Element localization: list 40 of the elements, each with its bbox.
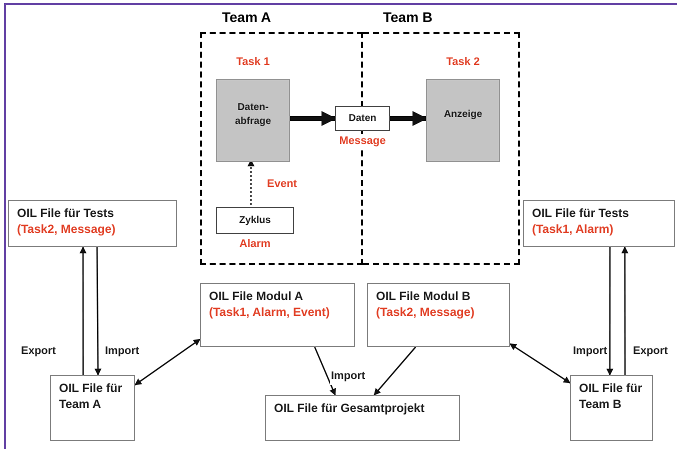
edge-label: Import: [572, 343, 608, 360]
box-title: OIL File Modul B: [376, 288, 470, 304]
edge-label: Import: [104, 343, 140, 360]
team-heading: Team A: [222, 8, 272, 27]
arrow: [134, 338, 201, 386]
box-detail: (Task1, Alarm, Event): [209, 304, 330, 320]
edge-label: Import: [330, 368, 366, 384]
task-label: Message: [338, 134, 387, 149]
file-box: [367, 283, 510, 347]
file-box: [570, 375, 653, 441]
arrow: [390, 111, 428, 126]
box-title: OIL File für Gesamtprojekt: [274, 400, 424, 416]
file-box: [265, 395, 460, 441]
box-title: Daten- abfrage: [234, 101, 272, 128]
box-title: Anzeige: [444, 108, 482, 122]
box-title: Daten: [348, 112, 376, 126]
box-title: Zyklus: [239, 214, 271, 228]
arrow: [94, 247, 102, 376]
arrow: [374, 346, 416, 396]
arrow: [509, 343, 571, 384]
file-box: [523, 200, 675, 247]
file-box: [50, 375, 135, 441]
arrow: [80, 246, 87, 375]
file-box: [8, 200, 177, 247]
edge-label: Export: [632, 343, 669, 360]
edge-label: Export: [20, 343, 57, 360]
team-heading: Team B: [383, 8, 433, 27]
file-box: [200, 283, 355, 347]
box-title: OIL File für Team B: [579, 380, 644, 412]
arrow: [621, 246, 628, 375]
box-detail: (Task2, Message): [17, 221, 116, 238]
box-title: OIL File Modul A: [209, 288, 303, 304]
box-title: OIL File für Tests: [17, 205, 114, 222]
box-title: OIL File für Team A: [59, 380, 124, 412]
arrow: [288, 111, 336, 126]
arrow: [606, 247, 614, 376]
arrow: [314, 346, 336, 396]
box-detail: (Task2, Message): [376, 304, 474, 320]
box-detail: (Task1, Alarm): [532, 221, 614, 238]
box-title: OIL File für Tests: [532, 205, 629, 222]
